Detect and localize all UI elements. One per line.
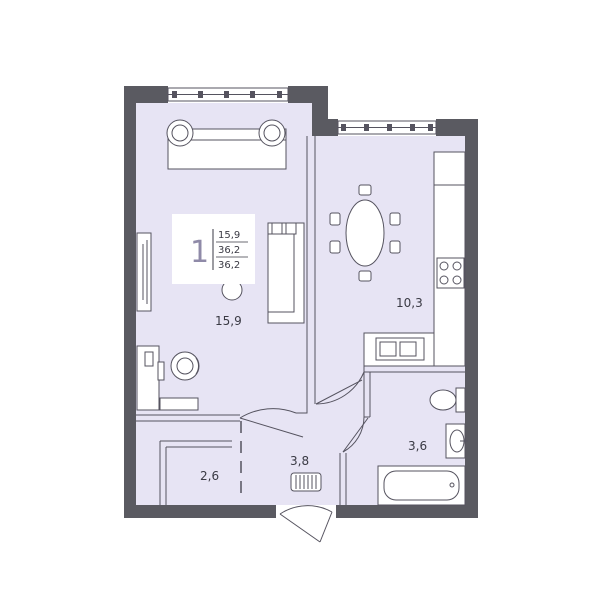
kitchen-area: 10,3 <box>396 296 423 310</box>
interior-walls <box>136 136 465 505</box>
window-kitchen <box>337 120 437 135</box>
badge-value-2: 36,2 <box>218 245 240 256</box>
badge-value-3: 36,2 <box>218 260 240 271</box>
armchair-right <box>258 119 286 147</box>
bathroom-area: 3,6 <box>408 439 427 453</box>
door-living <box>239 408 304 438</box>
bathtub <box>377 465 466 506</box>
apartment-badge: 1 15,9 36,2 36,2 <box>172 214 255 284</box>
window-living <box>167 87 289 102</box>
stove <box>436 257 465 289</box>
door-kitchen <box>315 371 365 405</box>
tv-unit <box>136 232 152 312</box>
door-bathroom <box>342 416 369 453</box>
door-entrance <box>276 505 336 543</box>
exterior-walls <box>124 86 478 518</box>
armchair-left <box>166 119 194 147</box>
desk-chair <box>170 351 200 381</box>
kitchen-sink <box>375 337 425 361</box>
storage-area: 2,6 <box>200 469 219 483</box>
sofa-right <box>267 222 305 324</box>
dining-table <box>345 199 385 267</box>
bathroom-sink <box>445 423 468 459</box>
badge-value-1: 15,9 <box>218 230 240 241</box>
living-room-area: 15,9 <box>215 314 242 328</box>
radiator <box>290 472 322 492</box>
desk <box>136 345 199 411</box>
hall-area: 3,8 <box>290 454 309 468</box>
toilet <box>429 387 466 413</box>
dining-chairs <box>329 184 401 282</box>
room-count: 1 <box>190 235 209 270</box>
